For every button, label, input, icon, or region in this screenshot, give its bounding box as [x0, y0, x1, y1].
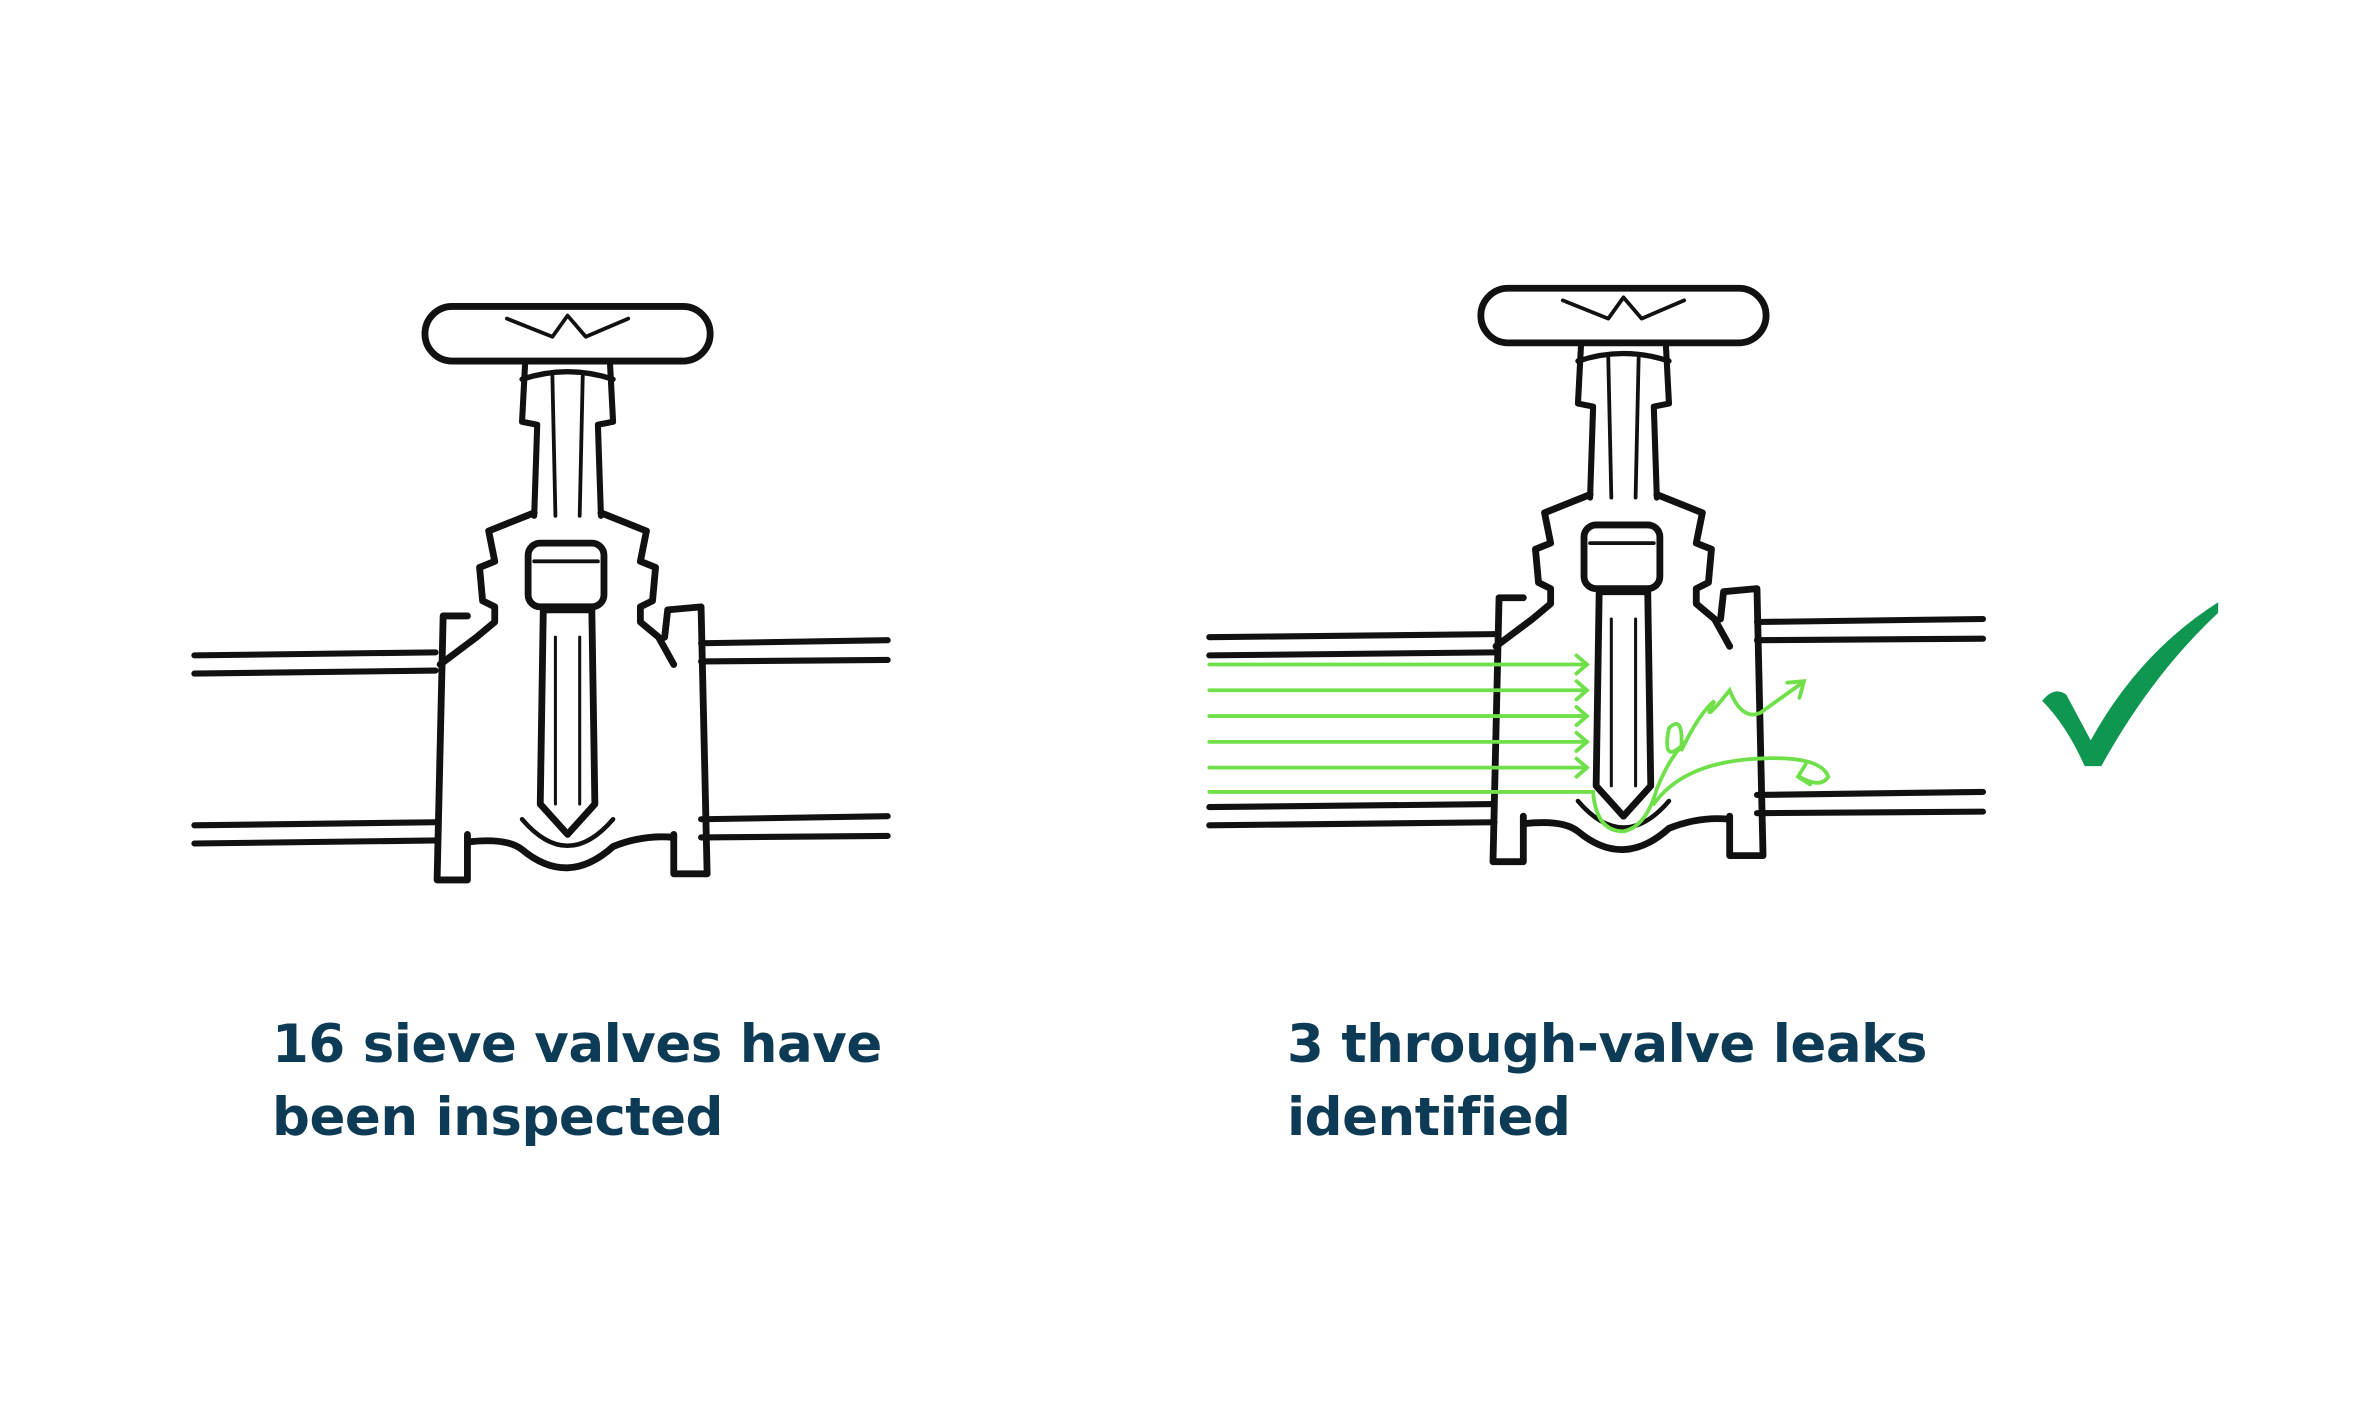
checkmark-icon	[2042, 602, 2219, 767]
valve-illustration-left	[191, 306, 891, 879]
valve-illustration-right	[1206, 288, 2219, 861]
leak-flow-arrows	[1207, 653, 1831, 834]
caption-valves-inspected: 16 sieve valves have been inspected	[272, 1014, 882, 1148]
caption-leaks-identified: 3 through-valve leaks identified	[1287, 1014, 1927, 1148]
